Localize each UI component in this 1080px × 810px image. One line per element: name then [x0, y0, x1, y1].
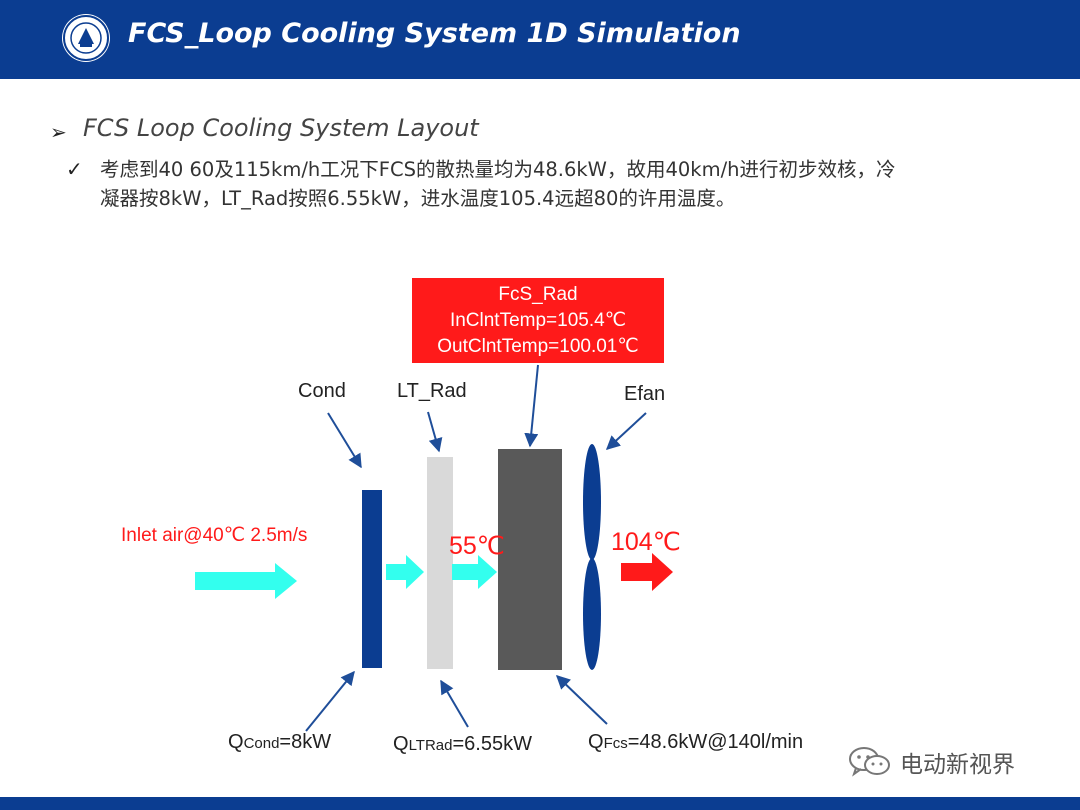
q-subscript: LTRad	[408, 737, 453, 754]
fcs-radiator	[498, 449, 562, 670]
pointer-efan	[605, 412, 647, 450]
q-value: =48.6kW@140l/min	[627, 731, 804, 753]
pointer-q-lt-rad	[440, 679, 469, 728]
q-symbol: Q	[228, 731, 244, 753]
condenser	[362, 490, 382, 668]
lt-rad-label: LT_Rad	[397, 380, 467, 402]
fcs-rad-name: FcS_Rad	[498, 284, 578, 305]
footer-bar	[0, 797, 1080, 810]
q-fcs-label: QFcs=48.6kW@140l/min	[588, 731, 803, 754]
q-value: =8kW	[279, 731, 332, 753]
fcs-rad-callout: FcS_Rad InClntTemp=105.4℃ OutClntTemp=10…	[412, 278, 664, 363]
q-subscript: Fcs	[603, 735, 628, 752]
q-symbol: Q	[588, 731, 604, 753]
q-lt-rad-label: QLTRad=6.55kW	[393, 733, 532, 756]
pointer-fcs-rad	[524, 364, 539, 448]
body-paragraph: 考虑到40 60及115km/h工况下FCS的散热量均为48.6kW，故用40k…	[100, 158, 896, 210]
efan-label: Efan	[624, 383, 666, 405]
fcs-rad-inlet-temp: InClntTemp=105.4℃	[449, 310, 627, 331]
slide-title: FCS_Loop Cooling System 1D Simulation	[128, 18, 741, 49]
q-value: =6.55kW	[452, 733, 532, 755]
watermark-text: 电动新视界	[900, 752, 1015, 778]
university-seal-icon	[62, 14, 110, 62]
q-symbol: Q	[393, 733, 409, 755]
inlet-air-arrow	[195, 563, 297, 599]
title-bar: FCS_Loop Cooling System 1D Simulation	[0, 0, 1080, 79]
q-cond-label: QCond=8kW	[228, 731, 331, 754]
pointer-cond	[327, 412, 362, 469]
inlet-air-label: Inlet air@40℃ 2.5m/s	[121, 525, 308, 546]
pointer-q-fcs	[555, 675, 608, 725]
hot-air-arrow	[621, 553, 673, 591]
air-arrow-1	[386, 555, 424, 589]
arrow-bullet-icon: ➢	[50, 120, 67, 144]
mid-temp-label: 55℃	[449, 532, 505, 560]
outlet-temp-label: 104℃	[611, 528, 681, 556]
fcs-rad-outlet-temp: OutClntTemp=100.01℃	[437, 336, 639, 357]
watermark: 电动新视界	[848, 744, 1015, 780]
cond-label: Cond	[298, 380, 346, 402]
lt-radiator	[427, 457, 453, 669]
section-heading: FCS Loop Cooling System Layout	[83, 114, 479, 142]
check-bullet-icon: ✓	[66, 157, 83, 181]
wechat-icon	[849, 747, 890, 777]
q-subscript: Cond	[243, 735, 280, 752]
pointer-lt-rad	[427, 411, 443, 453]
fan-icon	[583, 444, 601, 670]
air-arrow-2	[452, 555, 497, 589]
pointer-q-cond	[305, 670, 355, 732]
